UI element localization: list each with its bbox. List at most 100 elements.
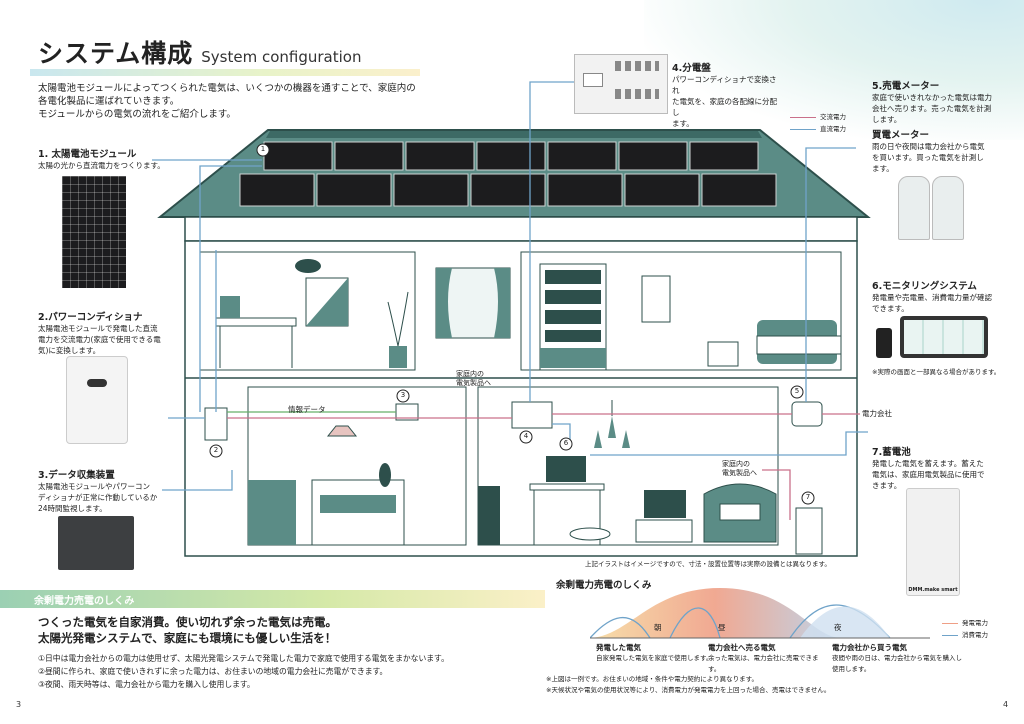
point-item: ②昼間に作られ、家庭で使いきれずに余った電力は、お住まいの地域の電力会社に売電が…	[38, 667, 388, 676]
badge-3: 3	[400, 391, 406, 399]
surplus-points: ①日中は電力会社からの電力は使用せず、太陽光発電システムで発電した電力で家庭で使…	[38, 652, 449, 691]
x-tick-night: 夜	[834, 623, 842, 632]
title-ja: システム構成	[38, 39, 194, 68]
monitoring-note: ※実際の画面と一部異なる場合があります。	[872, 368, 1001, 376]
component-monitoring: 6.モニタリングシステム 発電量や売電量、消費電力量が確認 できます。	[872, 278, 1002, 314]
ac-line-icon	[790, 116, 816, 118]
annotation-text: 自家発電した電気を家庭で使用します。	[596, 654, 713, 662]
annotation-title: 発電した電気	[596, 643, 641, 652]
component-text: ます。	[872, 164, 894, 173]
badge-7: 7	[805, 493, 811, 501]
surplus-band-label: 余剰電力売電のしくみ	[34, 596, 135, 607]
component-title: 7.蓄電池	[872, 447, 911, 458]
component-text: パワーコンディショナで変換され	[672, 75, 777, 95]
generation-area	[590, 588, 840, 638]
legend-ac-label: 交流電力	[820, 113, 846, 121]
chart-annotation: 発電した電気 自家発電した電気を家庭で使用します。	[596, 642, 716, 664]
component-text: 電気は、家庭用電気製品に使用で	[872, 470, 985, 479]
slogan: つくった電気を自家消費。使い切れず余った電気は売電。 太陽光発電システムで、家庭…	[38, 614, 337, 646]
component-text: 電力を交流電力(家庭で使用できる電	[38, 335, 161, 344]
chart-legend-gen: 発電電力	[942, 618, 988, 629]
data-collector-image	[58, 516, 134, 570]
intro-line: 太陽電池モジュールによってつくられた電気は、いくつかの機器を通すことで、家庭内の	[38, 83, 416, 94]
breaker-row-icon	[615, 61, 659, 71]
component-text: 24時間監視します。	[38, 504, 107, 513]
component-battery: 7.蓄電池 発電した電気を蓄えます。蓄えた 電気は、家庭用電気製品に使用で きま…	[872, 444, 1002, 491]
component-text: 発電量や売電量、消費電力量が確認	[872, 293, 992, 302]
battery-image: DMM.make smart	[906, 488, 960, 596]
component-text: た電気を、家庭の各配線に分配し	[672, 97, 777, 117]
utility-label: 電力会社	[862, 409, 892, 418]
component-title: 5.売電メーター	[872, 81, 940, 92]
distribution-board-image	[574, 54, 668, 114]
component-text: 太陽電池モジュールで発電した直流	[38, 324, 158, 333]
appliances-label-1: 家庭内の 電気製品へ	[456, 370, 491, 387]
component-title: 1. 太陽電池モジュール	[38, 149, 137, 160]
annotation-text: 夜間や雨の日は、電力会社から電気を購入し使用します。	[832, 654, 962, 673]
component-power-conditioner: 2.パワーコンディショナ 太陽電池モジュールで発電した直流 電力を交流電力(家庭…	[38, 309, 168, 356]
component-title: 4.分電盤	[672, 63, 711, 74]
component-text: 太陽電池モジュールやパワーコン	[38, 482, 150, 491]
slogan-line: 太陽光発電システムで、家庭にも環境にも優しい生活を！	[38, 631, 337, 645]
breaker-row-icon	[615, 89, 659, 99]
intro-line: モジュールからの電気の流れをご紹介します。	[38, 109, 236, 120]
component-text: ディショナが正常に作動しているか	[38, 493, 158, 502]
badge-4: 4	[523, 432, 529, 440]
battery-brand: DMM.make smart	[908, 587, 958, 593]
component-title: 2.パワーコンディショナ	[38, 312, 143, 323]
x-tick-morning: 朝	[654, 623, 662, 632]
info-data-label: 情報データ	[288, 405, 326, 414]
point-item: ①日中は電力会社からの電力は使用せず、太陽光発電システムで発電した電力で家庭で使…	[38, 654, 449, 663]
solar-panels	[239, 141, 777, 207]
legend-gen-label: 発電電力	[962, 619, 988, 627]
component-text: 気)に変換します。	[38, 346, 101, 355]
component-text: ます。	[672, 119, 694, 128]
annotation-text: 余った電気は、電力会社に売電できます。	[708, 654, 819, 673]
tablet-screen	[904, 320, 984, 354]
night-area	[800, 606, 890, 638]
badge-6: 6	[563, 439, 569, 447]
legend-dc: 直流電力	[790, 124, 846, 135]
chart-note: ※天候状況や電気の使用状況等により、消費電力が発電電力を上回った場合、売電はでき…	[546, 686, 831, 694]
surplus-chart	[590, 588, 930, 639]
power-conditioner-device	[204, 407, 228, 441]
badge-5: 5	[794, 387, 800, 395]
point-item: ③夜間、雨天時等は、電力会社から電力を購入し使用します。	[38, 680, 255, 689]
component-title: 買電メーター	[872, 130, 930, 141]
solar-module-image	[62, 176, 126, 288]
intro-text: 太陽電池モジュールによってつくられた電気は、いくつかの機器を通すことで、家庭内の…	[38, 82, 458, 121]
chart-legend-con: 消費電力	[942, 630, 988, 641]
chart-annotation: 電力会社へ売る電気 余った電気は、電力会社に売電できます。	[708, 642, 828, 675]
meter-window-icon	[583, 73, 603, 87]
con-line-icon	[942, 634, 958, 636]
chart-annotation: 電力会社から買う電気 夜間や雨の日は、電力会社から電気を購入し使用します。	[832, 642, 962, 675]
component-sell-meter: 5.売電メーター 家庭で使いきれなかった電気は電力 会社へ売ります。売った電気を…	[872, 78, 1002, 174]
buy-meter-image	[932, 176, 964, 240]
component-data-collector: 3.データ収集装置 太陽電池モジュールやパワーコン ディショナが正常に作動してい…	[38, 467, 168, 514]
roof-ridge	[266, 131, 762, 138]
component-text: 雨の日や夜間は電力会社から電気	[872, 142, 985, 151]
legend-ac: 交流電力	[790, 112, 846, 123]
badge-2: 2	[213, 446, 219, 454]
legend-con-label: 消費電力	[962, 631, 988, 639]
chart-note: ※上図は一例です。お住まいの地域・条件や電力契約により異なります。	[546, 675, 759, 683]
intro-line: 各電化製品に運ばれていきます。	[38, 96, 180, 107]
component-solar-module: 1. 太陽電池モジュール 太陽の光から直流電力をつくります。	[38, 146, 168, 171]
page-number-right: 4	[1003, 700, 1009, 709]
x-tick-noon: 昼	[718, 623, 726, 632]
component-text: 家庭で使いきれなかった電気は電力	[872, 93, 992, 102]
sell-meter-image	[898, 176, 930, 240]
disclaimer: 上記イラストはイメージですので、寸法・設置位置等は実際の設備とは異なります。	[585, 560, 831, 568]
gen-line-icon	[942, 622, 958, 624]
component-text: します。	[872, 115, 902, 124]
component-text: できます。	[872, 304, 909, 313]
component-title: 6.モニタリングシステム	[872, 281, 977, 292]
power-conditioner-image	[66, 356, 128, 444]
component-title: 3.データ収集装置	[38, 470, 115, 481]
eaves	[184, 216, 858, 242]
smartphone-image	[876, 328, 892, 358]
page-number-left: 3	[16, 700, 22, 709]
header-gradient	[644, 0, 1024, 140]
component-text: 太陽の光から直流電力をつくります。	[38, 161, 165, 170]
component-text: きます。	[872, 481, 902, 490]
